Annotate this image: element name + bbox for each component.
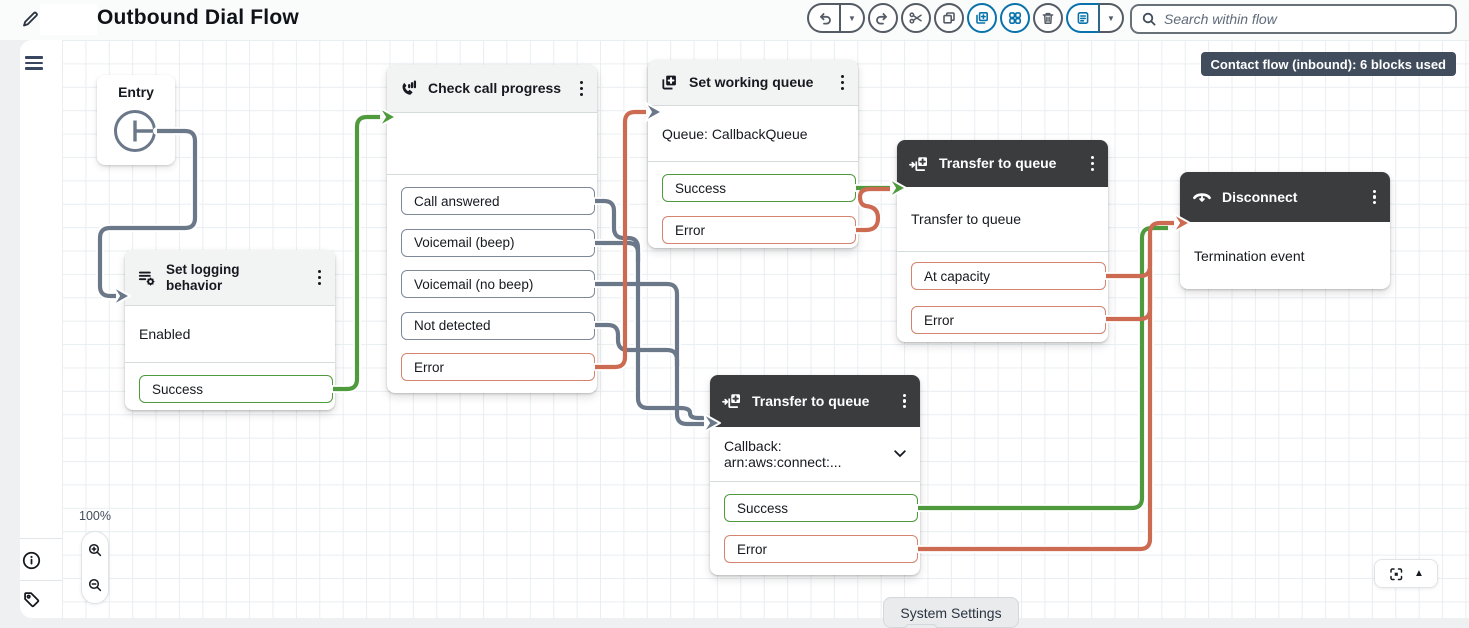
kebab-menu-icon[interactable] xyxy=(839,71,846,94)
block-title: Entry xyxy=(118,84,154,100)
kebab-menu-icon[interactable] xyxy=(1089,152,1096,175)
block-transfer-to-queue-top[interactable]: Transfer to queue Transfer to queue At c… xyxy=(897,140,1108,342)
block-body: Queue: CallbackQueue xyxy=(662,125,808,142)
block-title: Set logging behavior xyxy=(166,261,240,293)
canvas-corner-controls: ▲ xyxy=(1374,559,1438,588)
block-body: Enabled xyxy=(139,326,191,342)
undo-button-group: ▼ xyxy=(807,3,865,33)
callback-queue-value: Callback: arn:aws:connect:... xyxy=(724,438,842,470)
annotations-button[interactable] xyxy=(1066,3,1099,33)
arrange-blocks-button[interactable] xyxy=(1000,3,1030,33)
search-input[interactable] xyxy=(1164,11,1446,27)
output-at-capacity[interactable]: At capacity xyxy=(911,262,1106,290)
annotations-menu-button[interactable]: ▼ xyxy=(1099,3,1124,33)
output-error[interactable]: Error xyxy=(911,306,1106,334)
transfer-to-queue-icon xyxy=(722,391,742,411)
set-logging-behavior-icon xyxy=(137,268,156,287)
disconnect-icon xyxy=(1192,187,1212,207)
zoom-in-icon[interactable] xyxy=(87,542,103,558)
fit-to-screen-icon[interactable] xyxy=(1388,566,1404,582)
title-spacer xyxy=(40,4,97,35)
block-entry[interactable]: Entry xyxy=(97,75,175,165)
tag-icon[interactable] xyxy=(22,590,41,609)
output-success[interactable]: Success xyxy=(724,494,918,522)
block-body: Transfer to queue xyxy=(911,211,1021,227)
redo-button[interactable] xyxy=(868,3,898,33)
top-bar: Outbound Dial Flow ▼ xyxy=(0,0,1469,40)
block-title: Set working queue xyxy=(689,74,814,91)
canvas-side-toolbar xyxy=(20,40,62,618)
cut-button[interactable] xyxy=(901,3,931,33)
output-voicemail-no-beep[interactable]: Voicemail (no beep) xyxy=(401,270,595,298)
block-body xyxy=(387,113,597,174)
info-icon[interactable] xyxy=(22,551,41,570)
output-error[interactable]: Error xyxy=(724,535,918,563)
block-title: Check call progress xyxy=(428,80,562,97)
blocks-menu-icon[interactable] xyxy=(25,56,43,73)
output-error[interactable]: Error xyxy=(401,353,595,381)
zoom-out-icon[interactable] xyxy=(87,577,103,593)
zoom-level-label: 100% xyxy=(79,509,111,523)
check-call-progress-icon xyxy=(399,79,418,98)
collapse-icon[interactable]: ▲ xyxy=(1414,568,1424,579)
delete-button[interactable] xyxy=(1033,3,1063,33)
block-body: Termination event xyxy=(1194,247,1305,264)
kebab-menu-icon[interactable] xyxy=(316,266,323,289)
output-success[interactable]: Success xyxy=(662,174,856,202)
block-title: Disconnect xyxy=(1222,188,1298,205)
kebab-menu-icon[interactable] xyxy=(578,77,585,100)
block-disconnect[interactable]: Disconnect Termination event xyxy=(1180,172,1390,289)
set-working-queue-icon xyxy=(660,73,679,92)
transfer-to-queue-icon xyxy=(909,154,929,174)
copy-button[interactable] xyxy=(934,3,964,33)
divider xyxy=(20,538,62,539)
flow-toolbar: ▼ ▼ xyxy=(807,3,1124,33)
page-title: Outbound Dial Flow xyxy=(97,6,299,29)
flow-type-badge: Contact flow (inbound): 6 blocks used xyxy=(1200,52,1456,76)
block-set-working-queue[interactable]: Set working queue Queue: CallbackQueue S… xyxy=(648,60,858,248)
output-not-detected[interactable]: Not detected xyxy=(401,311,595,340)
output-voicemail-beep[interactable]: Voicemail (beep) xyxy=(401,228,595,257)
block-check-call-progress[interactable]: Check call progress Call answered Voicem… xyxy=(387,65,597,393)
edit-title-icon[interactable] xyxy=(20,9,40,29)
block-set-logging-behavior[interactable]: Set logging behavior Enabled Success xyxy=(125,250,335,410)
entry-start-icon xyxy=(114,110,158,152)
block-transfer-to-queue-bottom[interactable]: Transfer to queue Callback: arn:aws:conn… xyxy=(710,375,920,575)
system-settings-notch xyxy=(905,624,937,628)
output-success[interactable]: Success xyxy=(139,375,333,403)
kebab-menu-icon[interactable] xyxy=(901,390,908,413)
block-title: Transfer to queue xyxy=(752,392,870,409)
divider xyxy=(20,580,62,581)
search-icon xyxy=(1142,12,1156,26)
undo-button[interactable] xyxy=(807,3,840,33)
output-call-answered[interactable]: Call answered xyxy=(401,187,595,215)
system-settings-button[interactable]: System Settings xyxy=(883,597,1019,628)
output-error[interactable]: Error xyxy=(662,216,856,244)
annotations-button-group: ▼ xyxy=(1066,3,1124,33)
block-body: Callback: arn:aws:connect:... xyxy=(710,427,920,481)
kebab-menu-icon[interactable] xyxy=(1371,186,1378,209)
paste-new-button[interactable] xyxy=(967,3,997,33)
undo-menu-button[interactable]: ▼ xyxy=(840,3,865,33)
chevron-down-icon[interactable] xyxy=(894,450,906,458)
flow-search xyxy=(1130,4,1457,34)
zoom-controls xyxy=(81,531,109,604)
block-title: Transfer to queue xyxy=(939,155,1057,172)
